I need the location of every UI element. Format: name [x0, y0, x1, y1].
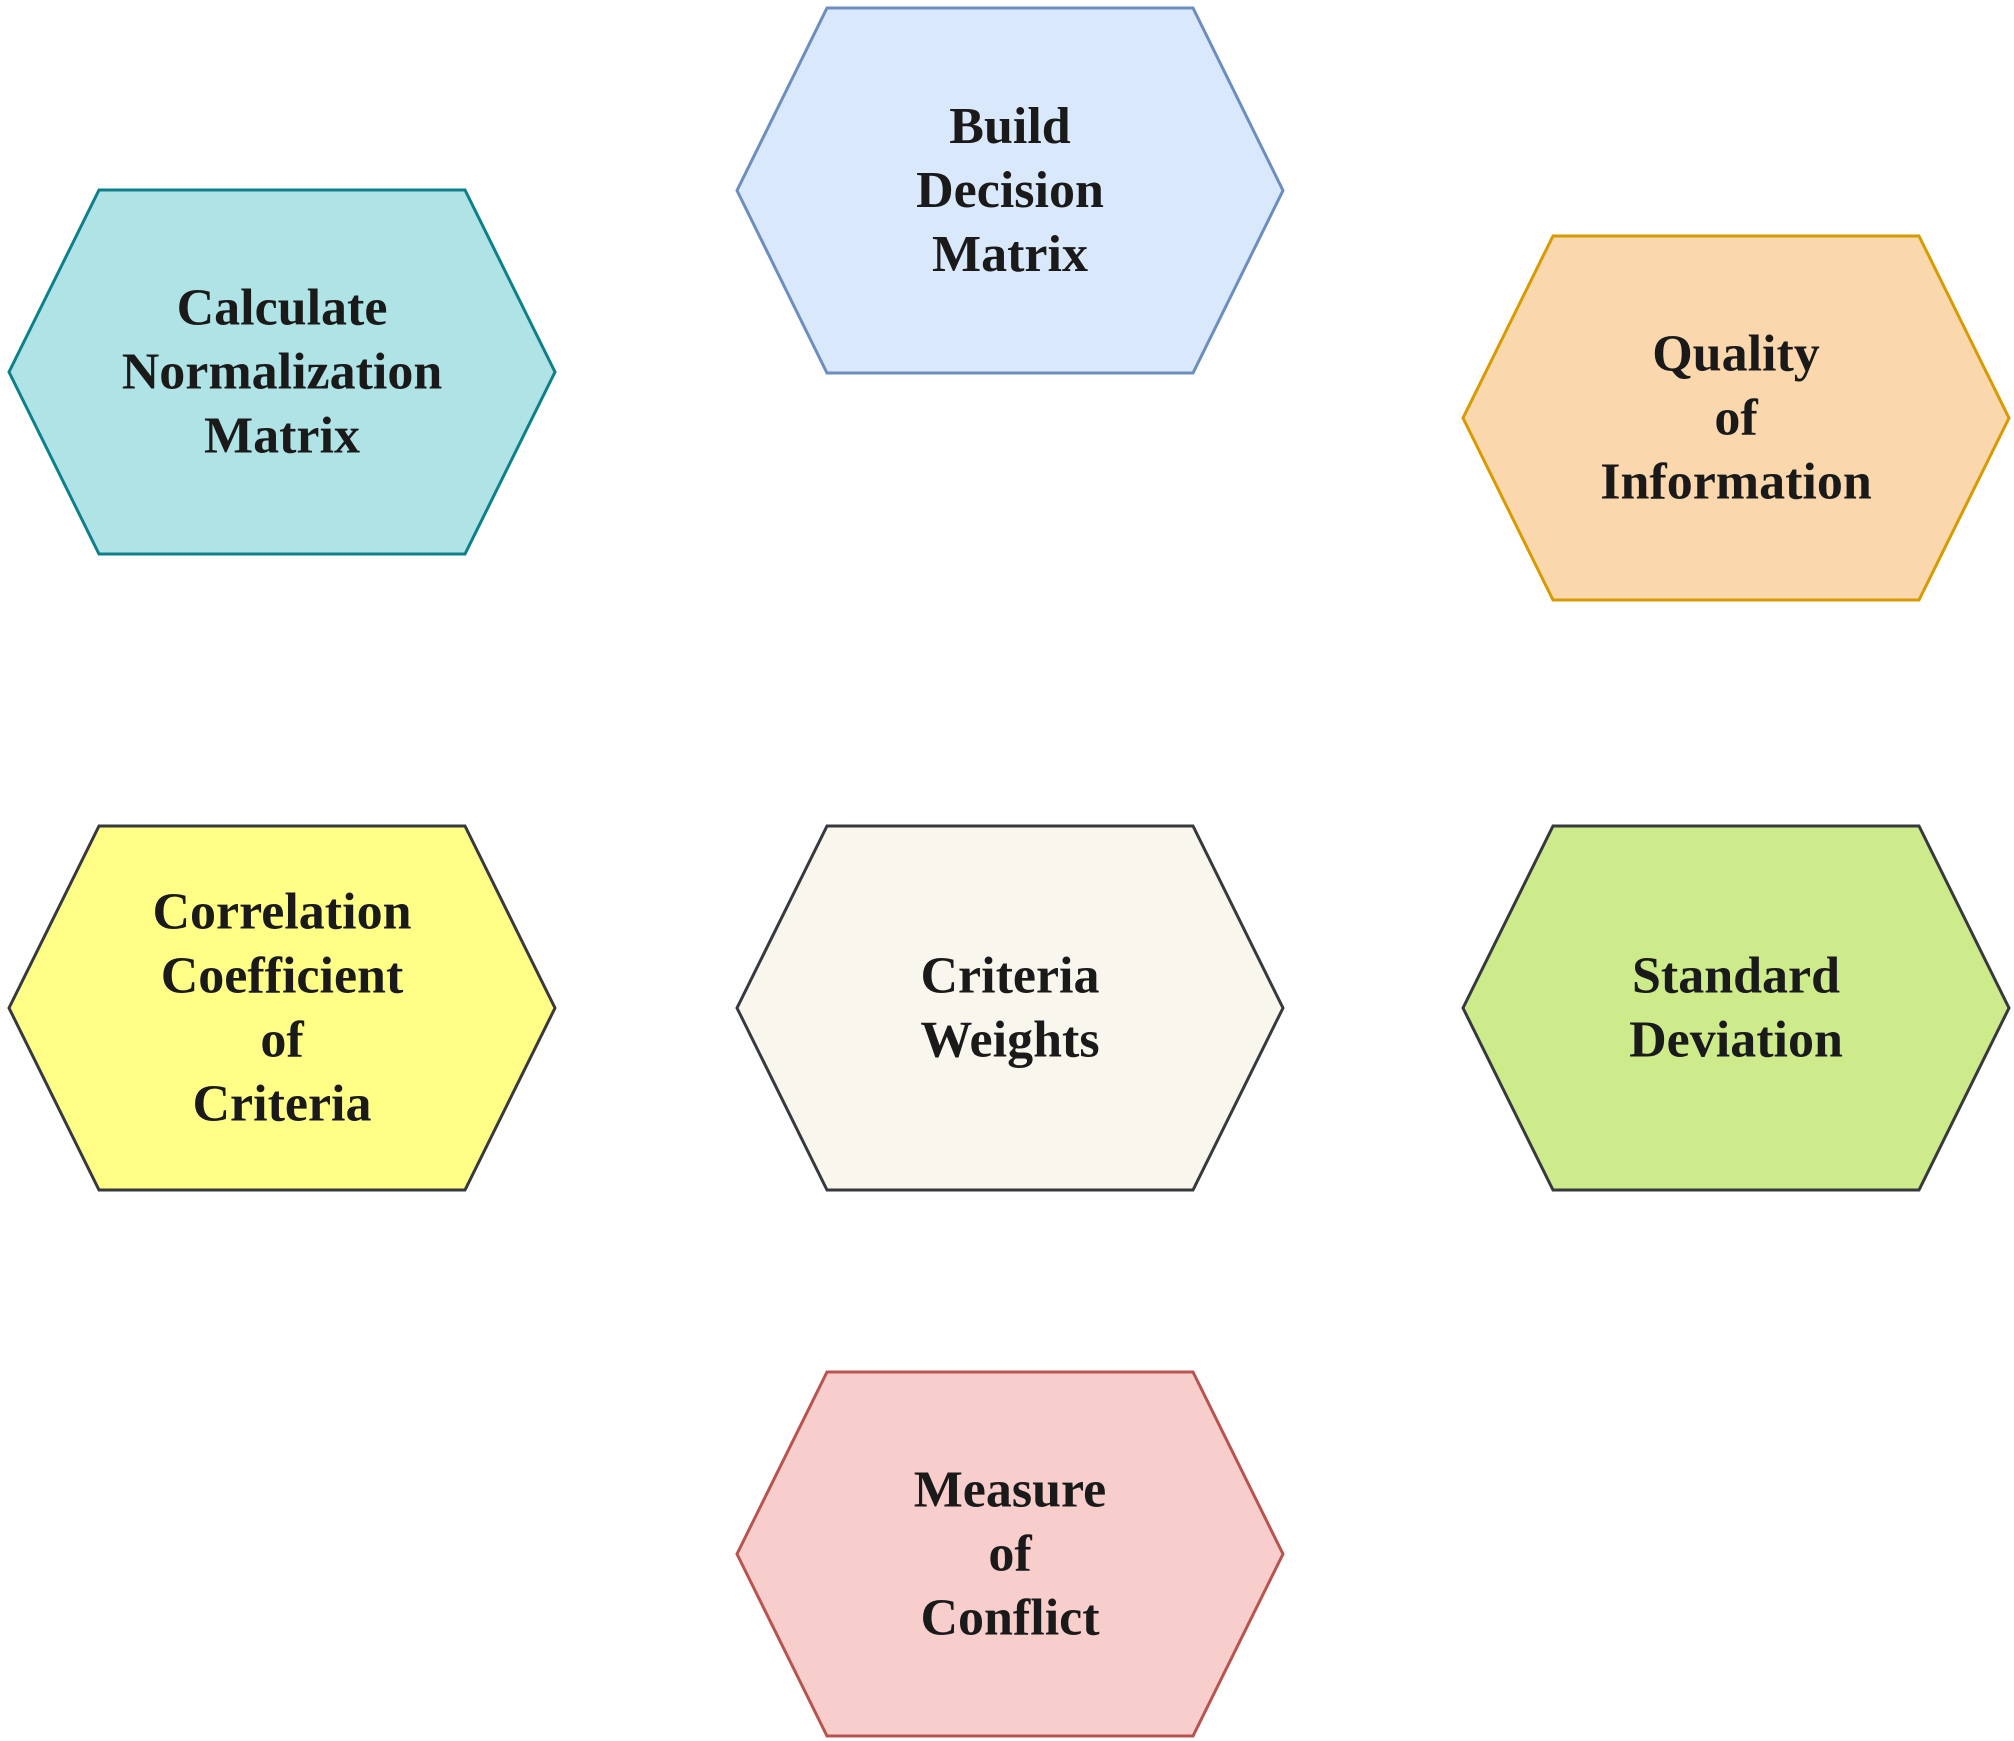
node-label-line: Matrix — [932, 226, 1088, 283]
hexagon-shape — [735, 1370, 1285, 1738]
hexagon-shape — [735, 824, 1285, 1192]
node-label-line: Calculate — [177, 280, 388, 337]
node-label-line: of — [1714, 390, 1758, 447]
node-label-line: Coefficient — [161, 948, 404, 1005]
node-label-line: of — [260, 1012, 304, 1069]
node-label-line: Decision — [916, 162, 1104, 219]
node-label-line: Conflict — [920, 1590, 1100, 1647]
node-label-line: Information — [1600, 454, 1872, 511]
node-label-line: Standard — [1632, 948, 1840, 1005]
node-label-line: Quality — [1652, 326, 1820, 383]
node-label-line: Deviation — [1629, 1012, 1843, 1069]
node-label-line: Build — [949, 98, 1070, 155]
hexagon-shape — [735, 6, 1285, 375]
hexagon-shape — [7, 824, 557, 1192]
hexagon-shape — [1461, 824, 2011, 1192]
node-label-line: Criteria — [192, 1076, 371, 1133]
hexagon-shape — [1461, 234, 2011, 602]
node-label-line: Correlation — [153, 884, 412, 941]
node-label-line: Normalization — [122, 344, 443, 401]
hexagon-shape — [7, 188, 557, 556]
node-label-line: Criteria — [920, 948, 1099, 1005]
node-label-line: of — [988, 1526, 1032, 1583]
node-label-line: Measure — [914, 1462, 1107, 1519]
node-label-line: Matrix — [204, 408, 360, 465]
node-label-line: Weights — [920, 1012, 1099, 1069]
